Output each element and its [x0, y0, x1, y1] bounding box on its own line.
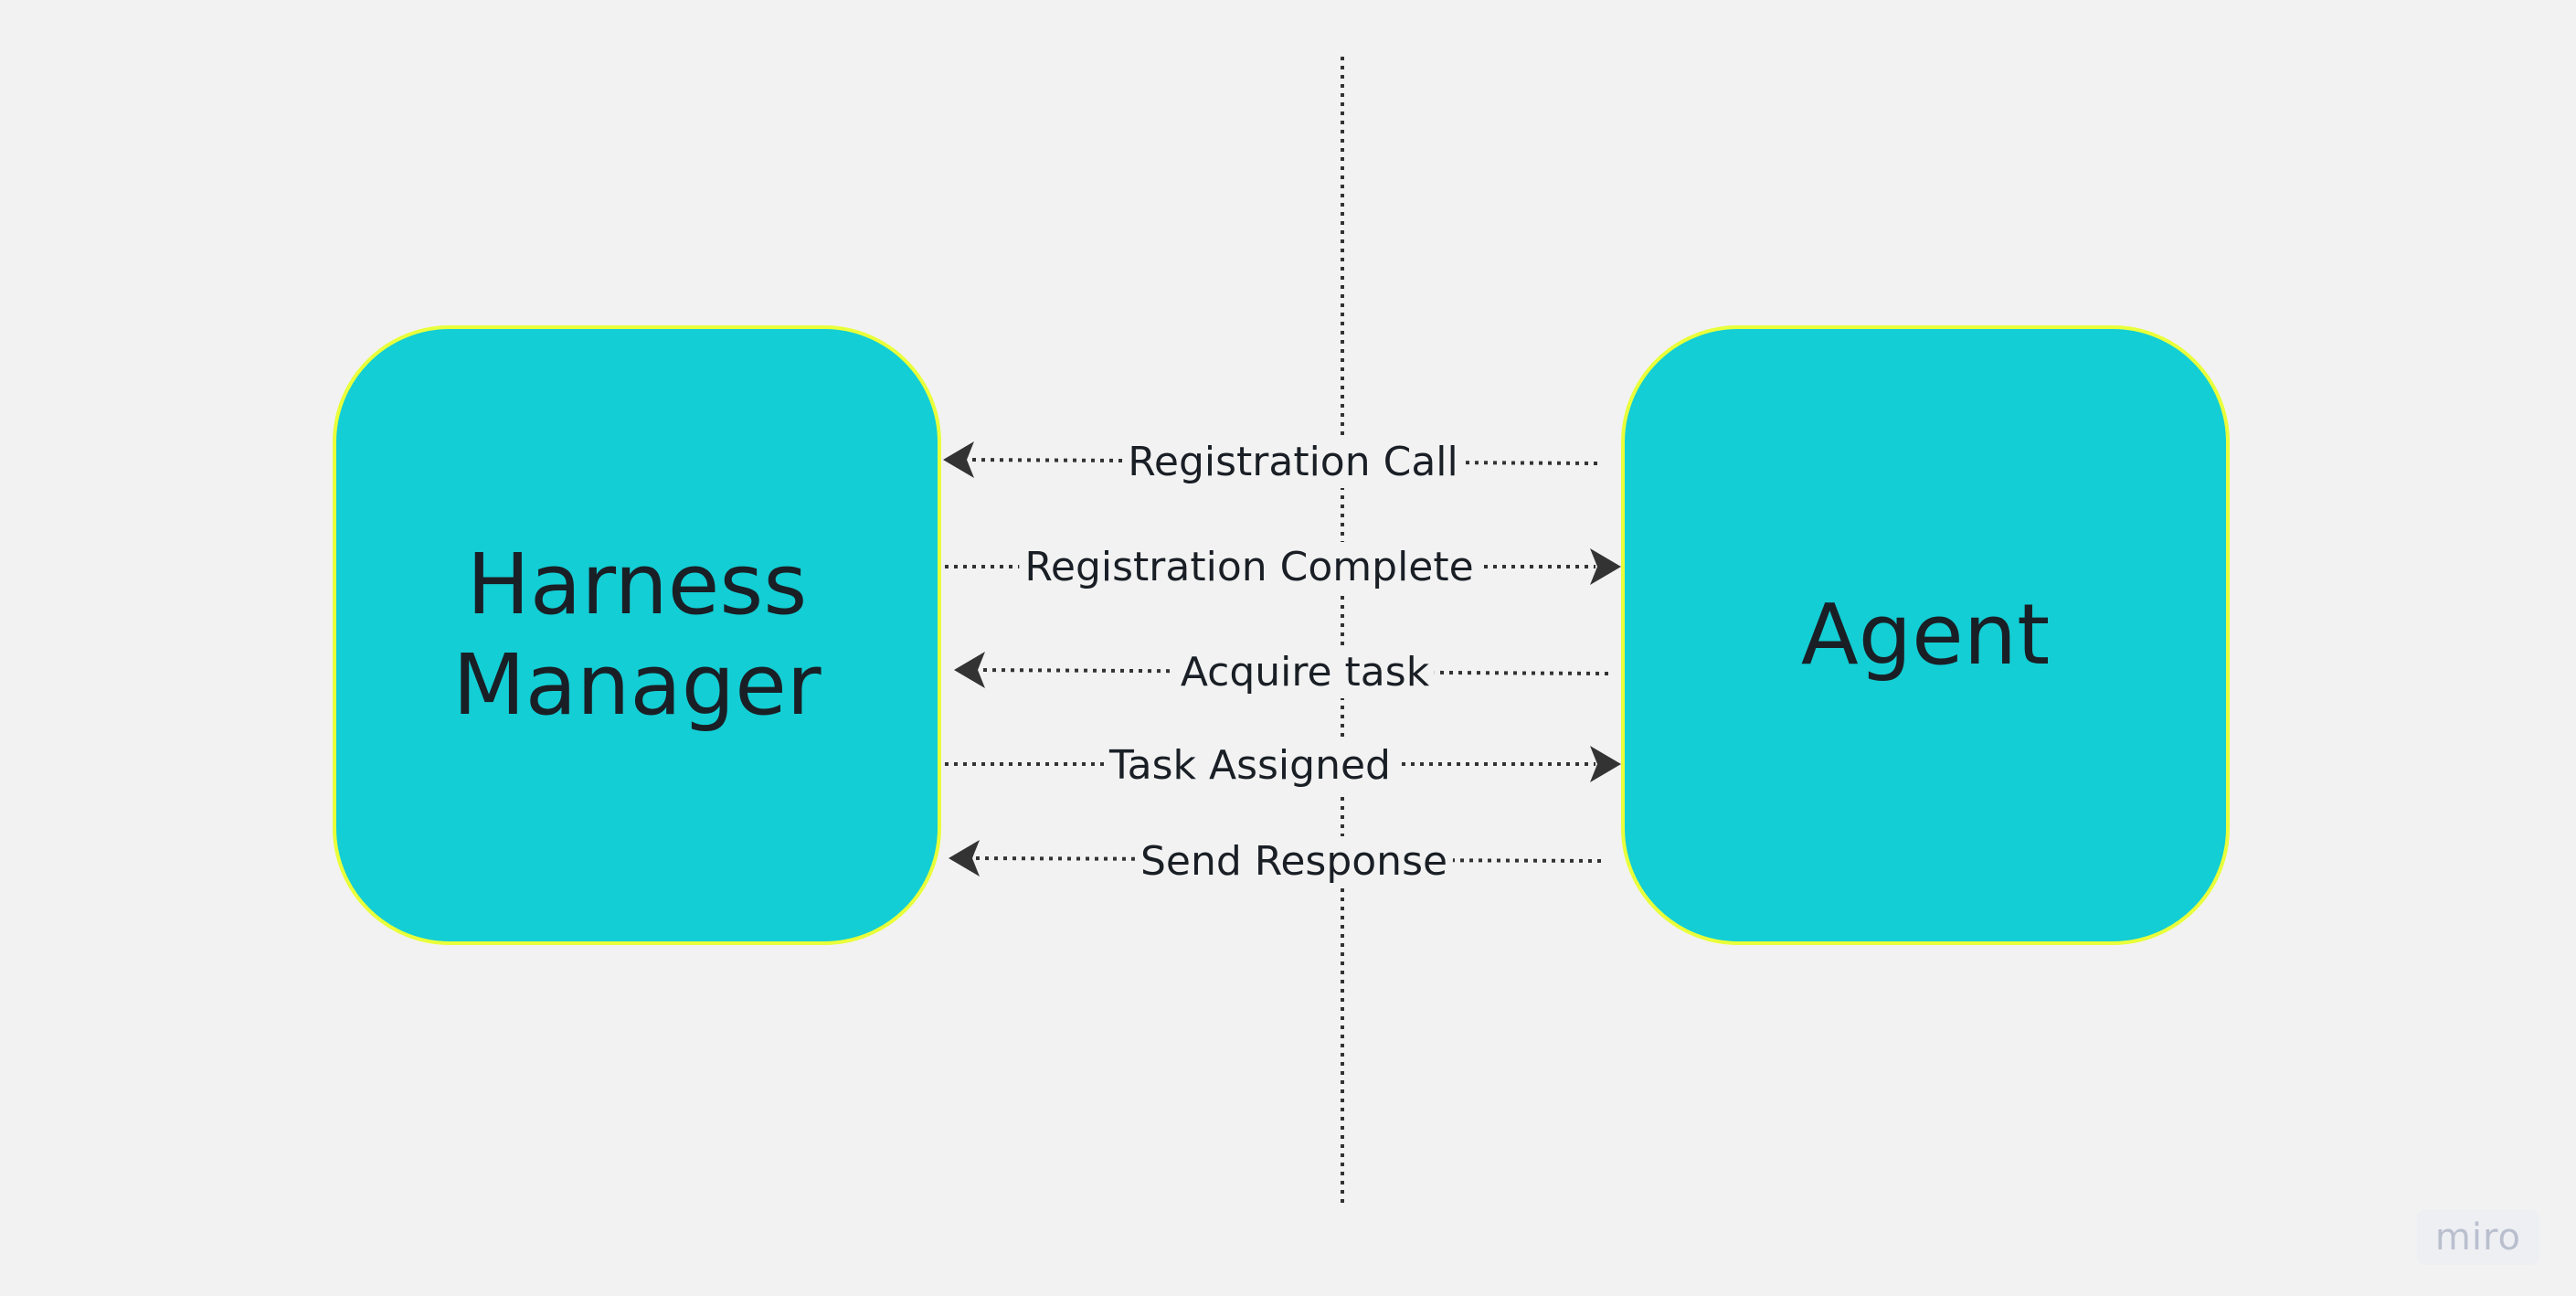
node-harness-manager-line1: Harness: [466, 535, 808, 633]
node-agent[interactable]: Agent: [1621, 325, 2230, 945]
edge-label-registration-complete: Registration Complete: [1019, 542, 1479, 593]
arrowhead-left-icon: [949, 840, 980, 876]
node-agent-label: Agent: [1800, 585, 2051, 684]
edge-label-send-response: Send Response: [1134, 836, 1454, 887]
edge-line-registration-call: [968, 458, 1598, 465]
edge-label-acquire-task: Acquire task: [1174, 647, 1436, 698]
edge-label-task-assigned: Task Assigned: [1104, 740, 1396, 791]
node-harness-manager[interactable]: Harness Manager: [333, 325, 941, 945]
arrowhead-right-icon: [1590, 548, 1621, 585]
node-harness-manager-line2: Manager: [452, 636, 822, 734]
arrowhead-left-icon: [954, 652, 985, 688]
arrowhead-left-icon: [943, 441, 974, 478]
miro-watermark: miro: [2416, 1210, 2539, 1265]
arrowhead-right-icon: [1590, 746, 1621, 782]
edge-label-registration-call: Registration Call: [1122, 437, 1464, 488]
edge-line-acquire-task: [979, 668, 1609, 675]
